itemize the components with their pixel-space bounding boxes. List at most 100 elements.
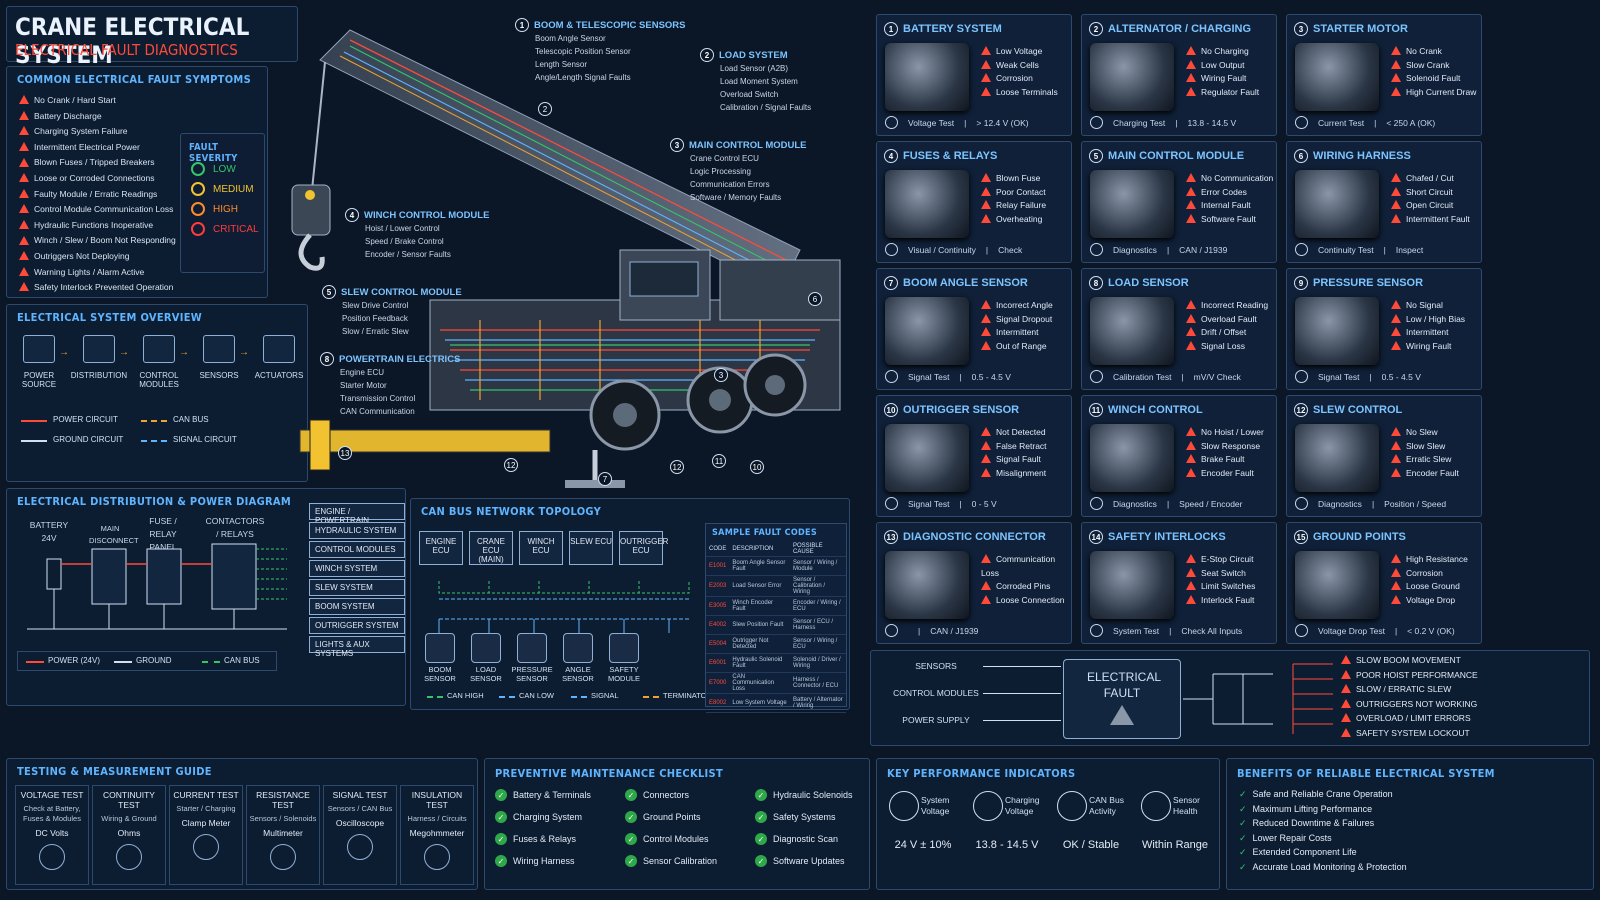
- symptom-item: Battery Discharge: [19, 109, 176, 125]
- kpi-label: Charging Voltage: [1005, 795, 1040, 816]
- callout-number: 1: [515, 18, 529, 32]
- check-icon: ✓: [495, 789, 507, 801]
- card-title-text: OUTRIGGER SENSOR: [903, 404, 1020, 416]
- fault-effect: SAFETY SYSTEM LOCKOUT: [1341, 728, 1470, 738]
- separator: |: [985, 244, 989, 255]
- kpi-value: OK / Stable: [1062, 839, 1120, 851]
- warning-icon: [1341, 669, 1351, 679]
- card-fault-item: High Resistance: [1391, 553, 1468, 567]
- card-fault-item: Corrosion: [981, 72, 1058, 86]
- card-footer: System Test|Check All Inputs: [1090, 624, 1268, 637]
- legend-label: SIGNAL: [591, 691, 619, 700]
- card-fault-text: Erratic Slew: [1406, 454, 1452, 465]
- fault-effect-text: OVERLOAD / LIMIT ERRORS: [1356, 713, 1471, 723]
- card-title-text: FUSES & RELAYS: [903, 150, 998, 162]
- fault-effect: OVERLOAD / LIMIT ERRORS: [1341, 713, 1471, 723]
- card-fault-text: Intermittent: [1406, 327, 1449, 338]
- checklist-label: Diagnostic Scan: [773, 834, 839, 844]
- check-icon: ✓: [625, 811, 637, 823]
- card-fault-text: Out of Range: [996, 340, 1047, 351]
- warning-icon: [981, 200, 991, 210]
- card-test-value: Check All Inputs: [1181, 625, 1243, 636]
- warning-icon: [1186, 595, 1196, 605]
- card-fault-item: Signal Loss: [1186, 340, 1268, 354]
- distribution-title: ELECTRICAL DISTRIBUTION & POWER DIAGRAM: [17, 495, 292, 508]
- dist-label-disconnect: MAIN DISCONNECT: [89, 524, 139, 545]
- page-title: CRANE ELECTRICAL SYSTEM: [15, 13, 250, 69]
- warning-icon: [981, 581, 991, 591]
- card-test-label: Visual / Continuity: [908, 244, 976, 255]
- symptom-item: Intermittent Electrical Power: [19, 140, 176, 156]
- ecu-box: ENGINE ECU: [419, 531, 463, 565]
- dist-label-fuse: FUSE / RELAY PANEL: [149, 516, 177, 553]
- card-fault-item: Brake Fault: [1186, 453, 1264, 467]
- checklist-label: Control Modules: [643, 834, 709, 844]
- symptom-label: Hydraulic Functions Inoperative: [34, 219, 154, 230]
- component-image: [1295, 43, 1379, 111]
- legend-label: POWER CIRCUIT: [53, 415, 118, 424]
- gauge-icon: [1090, 624, 1103, 637]
- card-fault-text: Signal Fault: [996, 454, 1041, 465]
- legend-line: [21, 420, 47, 422]
- fault-effect-text: SLOW BOOM MOVEMENT: [1356, 655, 1461, 665]
- card-fault-text: Solenoid Fault: [1406, 73, 1461, 84]
- card-fault-item: No Crank: [1391, 45, 1476, 59]
- card-fault-item: Wiring Fault: [1391, 340, 1465, 354]
- benefit-item: ✓Lower Repair Costs: [1239, 831, 1407, 846]
- warning-icon: [1186, 59, 1196, 69]
- card-fault-item: Communication Loss: [981, 553, 1071, 580]
- legend-line: [141, 440, 167, 442]
- dist-system-box: WINCH SYSTEM: [309, 560, 405, 577]
- legend-line: [26, 661, 44, 663]
- arrow-icon: →: [179, 347, 189, 358]
- card-test-label: Signal Test: [1318, 371, 1360, 382]
- warning-icon: [1391, 46, 1401, 56]
- overview-node-icon: [203, 335, 235, 363]
- fault-effect: SLOW / ERRATIC SLEW: [1341, 684, 1451, 694]
- meter-icon: [193, 834, 219, 860]
- table-cell: Low System Voltage: [729, 693, 790, 713]
- meter-icon: [39, 844, 65, 870]
- callout-number: 8: [320, 352, 334, 366]
- test-heading: VOLTAGE TEST: [20, 790, 84, 800]
- card-title-text: BATTERY SYSTEM: [903, 23, 1002, 35]
- warning-icon: [1341, 713, 1351, 723]
- card-fault-text: Regulator Fault: [1201, 86, 1260, 97]
- card-fault-item: Intermittent: [981, 326, 1053, 340]
- symptom-item: Outriggers Not Deploying: [19, 249, 176, 265]
- legend-line: [427, 696, 443, 698]
- component-image: [1295, 424, 1379, 492]
- card-fault-text: Low Voltage: [996, 46, 1043, 56]
- card-fault-item: Corrosion: [1391, 567, 1468, 581]
- legend-line: [202, 661, 220, 663]
- severity-high: HIGH: [191, 202, 259, 216]
- warning-icon: [1186, 214, 1196, 224]
- card-fault-item: Open Circuit: [1391, 199, 1470, 213]
- table-cell: E3005: [706, 596, 730, 616]
- kpi-value: Within Range: [1141, 839, 1209, 851]
- card-fault-text: Loose Terminals: [996, 86, 1058, 97]
